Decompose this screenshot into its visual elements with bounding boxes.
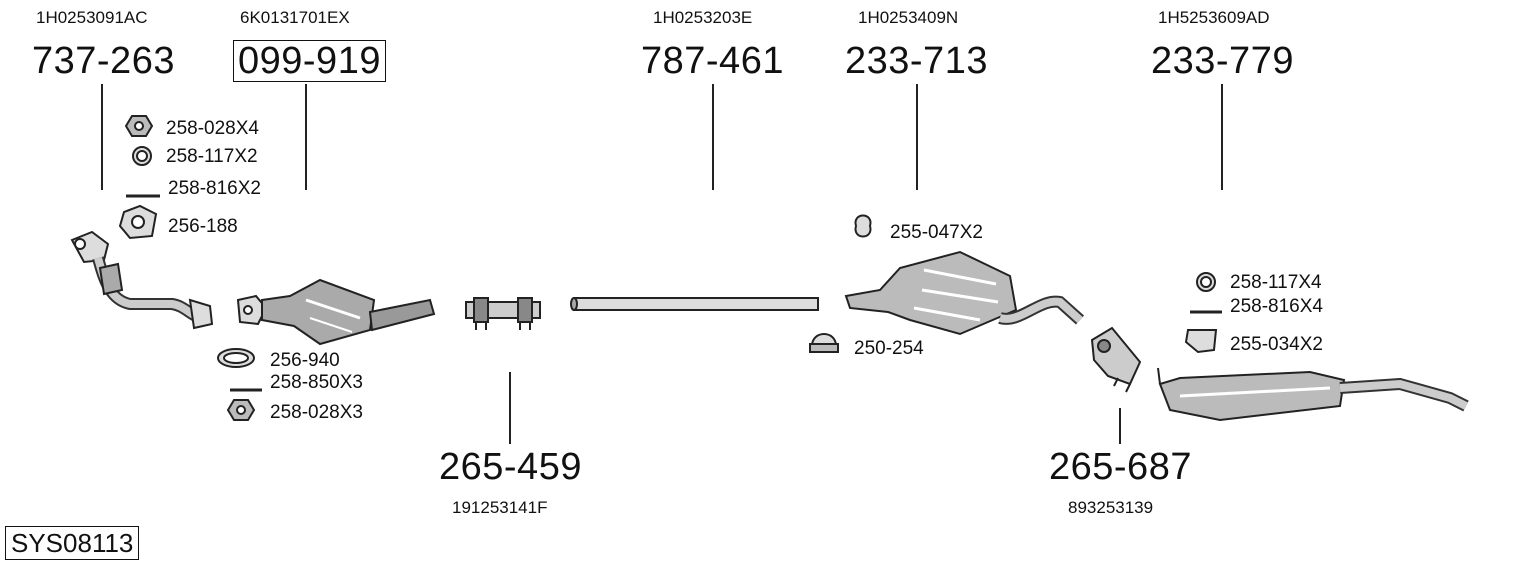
rear-muffler-drawing (1157, 272, 1469, 422)
sub-part-label: 258-028X4 (166, 118, 259, 139)
oe-number: 1H0253203E (653, 8, 753, 27)
part-number: 233-779 (1151, 40, 1294, 82)
sub-part-label: 258-117X4 (1230, 272, 1322, 293)
center-muffler-drawing (809, 214, 1085, 353)
front-pipe-drawing (70, 230, 214, 330)
oe-number: 191253141F (452, 498, 548, 517)
part-number: 265-459 (439, 446, 582, 488)
oe-number: 1H0253091AC (36, 8, 148, 27)
hardware-icons (118, 115, 262, 421)
sub-part-label: 255-047X2 (890, 222, 983, 243)
oe-number: 1H5253609AD (1158, 8, 1270, 27)
middle-pipe-drawing (570, 297, 819, 311)
sub-part-label: 256-188 (168, 216, 238, 237)
sub-part-label: 258-816X4 (1230, 296, 1323, 317)
clamp-drawing (465, 297, 541, 330)
sub-part-label: 258-028X3 (270, 402, 363, 423)
part-number-highlighted: 099-919 (233, 40, 386, 82)
catalytic-converter-drawing (236, 278, 436, 346)
clamp-drawing-2 (1090, 326, 1142, 393)
part-number: 737-263 (32, 40, 175, 82)
part-number: 787-461 (641, 40, 784, 82)
sub-part-label: 255-034X2 (1230, 334, 1323, 355)
sub-part-label: 258-117X2 (166, 146, 258, 167)
part-number: 233-713 (845, 40, 988, 82)
rubber-hanger-icon (854, 214, 872, 238)
part-number: 265-687 (1049, 446, 1192, 488)
oe-number: 893253139 (1068, 498, 1154, 517)
sub-part-label: 258-850X3 (270, 372, 363, 393)
sub-part-label: 258-816X2 (168, 178, 261, 199)
system-code-label: SYS08113 (5, 526, 140, 560)
sub-part-label: 256-940 (270, 350, 340, 371)
hanger-icon (1184, 329, 1218, 354)
oe-number: 6K0131701EX (240, 8, 350, 27)
oe-number: 1H0253409N (858, 8, 959, 27)
sub-part-label: 250-254 (854, 338, 924, 359)
